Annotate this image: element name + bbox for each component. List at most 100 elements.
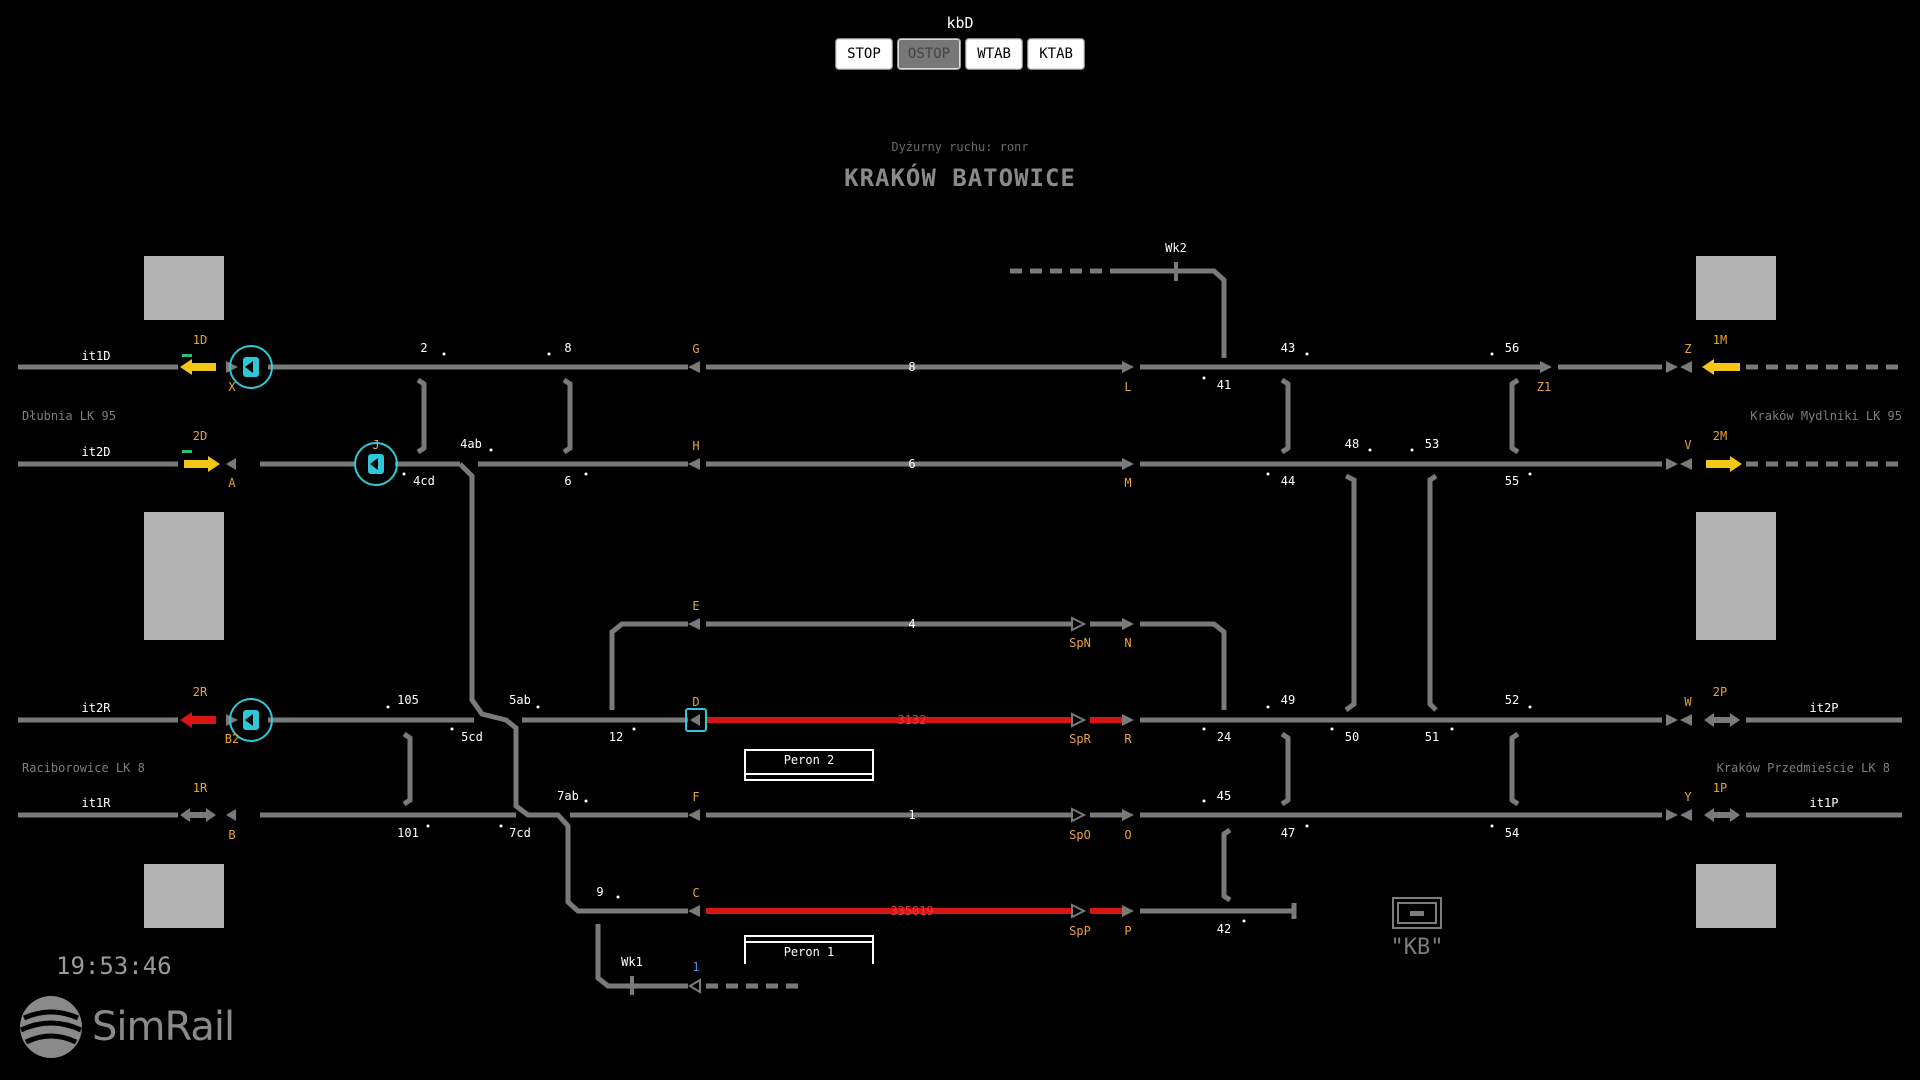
signal-D-active[interactable]: [685, 708, 707, 732]
label-signal-SpR: SpR: [1069, 732, 1091, 746]
signal-N-marker[interactable]: [1122, 618, 1134, 630]
crossover-56-55[interactable]: [1509, 377, 1520, 455]
signal-Y-fwd[interactable]: [1666, 809, 1678, 821]
signal-E-marker[interactable]: [688, 618, 700, 630]
train-number-track-2[interactable]: 3132: [898, 713, 927, 727]
lever-panels: [144, 256, 1776, 928]
label-track-wk1: Wk1: [621, 955, 643, 969]
signal-SpP-marker[interactable]: [1071, 903, 1087, 919]
signal-M-marker[interactable]: [1122, 458, 1134, 470]
panel-top-right[interactable]: [1696, 256, 1776, 320]
label-switch-4ab: 4ab: [460, 437, 482, 451]
top-toolbar: kbD STOP OSTOP WTAB KTAB: [0, 14, 1920, 70]
signal-Z1-marker[interactable]: [1540, 361, 1552, 373]
simrail-logo-text: SimRail: [92, 1004, 235, 1050]
arrow-2P[interactable]: [1704, 713, 1740, 727]
track-wk1[interactable]: [595, 924, 688, 989]
panel-bottom-left[interactable]: [144, 864, 224, 928]
panel-mid-left-b[interactable]: [144, 576, 224, 640]
crossover-52-54[interactable]: [1509, 731, 1520, 807]
label-signal-O: O: [1124, 828, 1131, 842]
crossover-45-42[interactable]: [1221, 827, 1232, 903]
label-signal-F: F: [692, 790, 699, 804]
signal-B-marker[interactable]: [226, 809, 236, 821]
label-it1P: it1P: [1810, 796, 1839, 810]
signal-X-active[interactable]: [229, 345, 273, 389]
crossover-24-47[interactable]: [1280, 731, 1291, 807]
panel-bottom-right[interactable]: [1696, 864, 1776, 928]
signal-wk1-marker[interactable]: [688, 978, 701, 994]
crossover-53-51[interactable]: [1427, 473, 1438, 712]
signal-Y-marker[interactable]: [1680, 809, 1692, 821]
crossover-2-4[interactable]: [416, 377, 427, 455]
crossover-105-101[interactable]: [402, 731, 413, 807]
building-kb[interactable]: "KB": [1391, 897, 1444, 960]
label-signal-H: H: [692, 439, 699, 453]
label-signal-2M: 2M: [1713, 429, 1727, 443]
arrow-1P[interactable]: [1704, 808, 1740, 822]
track-diagonal-left[interactable]: [458, 462, 688, 914]
label-switch-43: 43: [1281, 341, 1295, 355]
label-track-wk1-number: 1: [692, 960, 699, 974]
arrow-2D[interactable]: [182, 450, 220, 472]
signal-O-marker[interactable]: [1122, 809, 1134, 821]
label-switch-45: 45: [1217, 789, 1231, 803]
signal-Z-marker[interactable]: [1680, 361, 1692, 373]
signal-V-fwd[interactable]: [1666, 458, 1678, 470]
label-switch-54: 54: [1505, 826, 1519, 840]
signal-H-marker[interactable]: [688, 458, 700, 470]
label-switch-4cd: 4cd: [413, 474, 435, 488]
track-N-branch[interactable]: [1140, 621, 1227, 710]
arrow-2R[interactable]: [180, 712, 216, 728]
panel-top-left[interactable]: [144, 256, 224, 320]
label-switch-50: 50: [1345, 730, 1359, 744]
signal-V-marker[interactable]: [1680, 458, 1692, 470]
signal-SpR-marker[interactable]: [1071, 712, 1087, 728]
signal-J-active[interactable]: [354, 442, 398, 486]
crossover-41-44[interactable]: [1280, 377, 1291, 455]
label-line-przedmiescie: Kraków Przedmieście LK 8: [1717, 761, 1890, 775]
crossover-8-6[interactable]: [562, 377, 573, 455]
platform-1[interactable]: [744, 935, 874, 964]
signal-R-marker[interactable]: [1122, 714, 1134, 726]
signal-B2-marker[interactable]: [226, 714, 238, 726]
label-line-dlubnia: Dłubnia LK 95: [22, 409, 116, 423]
label-switch-56: 56: [1505, 341, 1519, 355]
label-signal-V: V: [1684, 438, 1691, 452]
signal-G-marker[interactable]: [688, 361, 700, 373]
panel-mid-left-a[interactable]: [144, 512, 224, 576]
label-switch-55: 55: [1505, 474, 1519, 488]
platform-2[interactable]: [744, 749, 874, 781]
panel-mid-right-b[interactable]: [1696, 576, 1776, 640]
label-signal-J: J: [372, 438, 379, 452]
signal-B2-active[interactable]: [229, 698, 273, 742]
signal-C-marker[interactable]: [688, 905, 700, 917]
train-number-track-C[interactable]: 335019: [890, 904, 933, 918]
signal-W-fwd[interactable]: [1666, 714, 1678, 726]
label-signal-L: L: [1124, 380, 1131, 394]
signal-L-marker[interactable]: [1122, 361, 1134, 373]
label-switch-42: 42: [1217, 922, 1231, 936]
arrow-1M[interactable]: [1702, 359, 1740, 375]
signal-W-marker[interactable]: [1680, 714, 1692, 726]
signal-A-marker[interactable]: [226, 458, 236, 470]
signal-SpN-marker[interactable]: [1071, 616, 1087, 632]
signal-Z-fwd[interactable]: [1666, 361, 1678, 373]
track-E-branch[interactable]: [609, 621, 688, 710]
label-switch-12: 12: [609, 730, 623, 744]
ostop-button[interactable]: OSTOP: [896, 38, 962, 70]
signal-P-marker[interactable]: [1122, 905, 1134, 917]
signal-SpO-marker[interactable]: [1071, 807, 1087, 823]
ktab-button[interactable]: KTAB: [1027, 38, 1086, 70]
arrow-1D[interactable]: [180, 354, 216, 375]
panel-mid-right-a[interactable]: [1696, 512, 1776, 576]
signal-F-marker[interactable]: [688, 809, 700, 821]
stop-button[interactable]: STOP: [834, 38, 893, 70]
signal-X-marker[interactable]: [226, 361, 238, 373]
crossover-48-50[interactable]: [1344, 473, 1357, 712]
wtab-button[interactable]: WTAB: [965, 38, 1024, 70]
track-wk2[interactable]: [1110, 268, 1227, 358]
arrow-2M[interactable]: [1706, 456, 1742, 472]
arrow-1R[interactable]: [180, 808, 216, 822]
label-signal-B2: B2: [225, 732, 239, 746]
